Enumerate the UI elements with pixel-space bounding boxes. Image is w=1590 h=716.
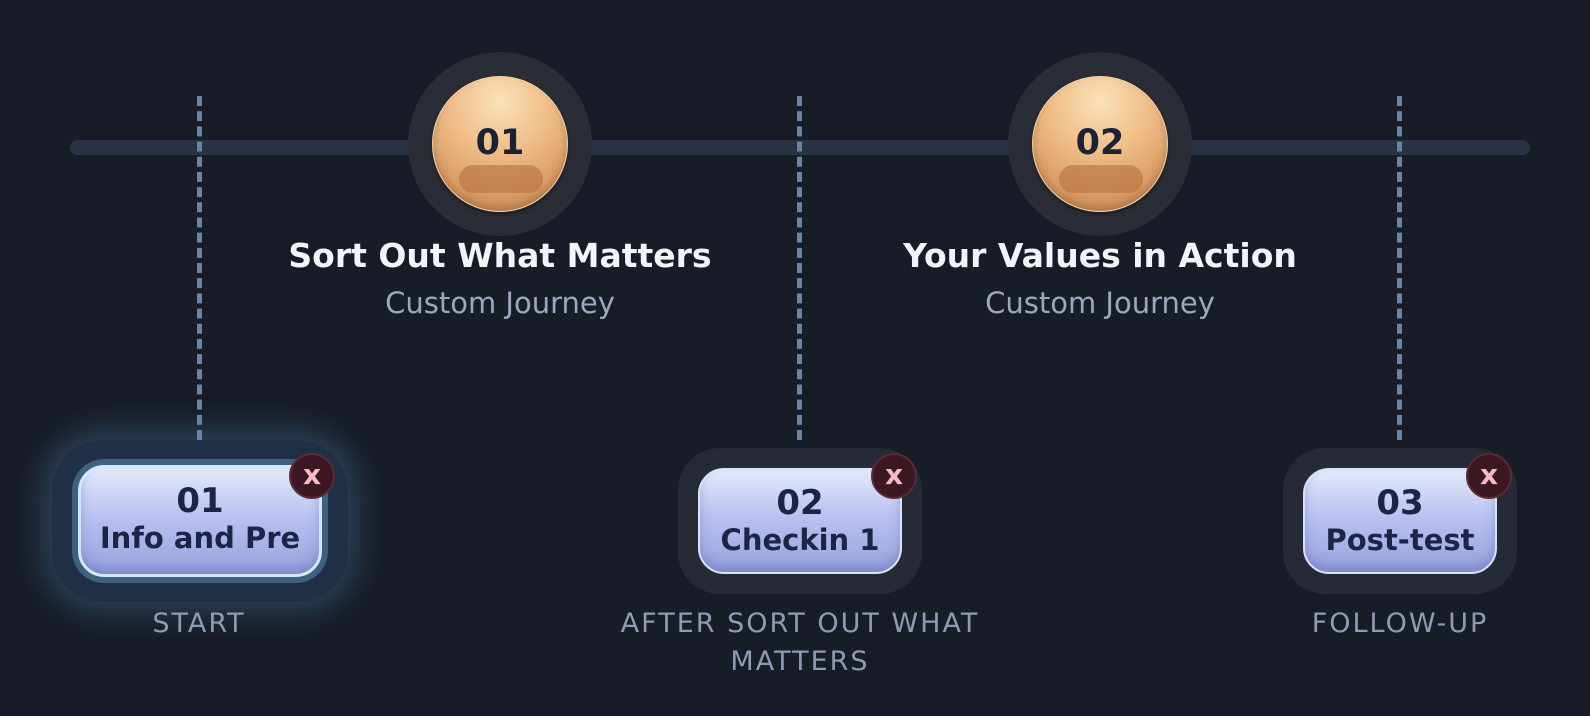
module-1-number: 01: [475, 123, 525, 163]
module-1-sphere-icon[interactable]: 01: [432, 76, 568, 212]
module-2-halo: 02: [1008, 52, 1192, 236]
module-2-number: 02: [1075, 123, 1125, 163]
module-1[interactable]: 01 Sort Out What Matters Custom Journey: [240, 52, 760, 320]
survey-3-caption: FOLLOW-UP: [1311, 608, 1489, 639]
survey-connector-3: [1397, 96, 1402, 440]
survey-connector-2: [797, 96, 802, 440]
survey-2-remove-button[interactable]: x: [871, 453, 917, 499]
survey-2-number: 02: [776, 483, 824, 523]
survey-1-remove-button[interactable]: x: [289, 453, 335, 499]
module-2-title: Your Values in Action: [903, 236, 1297, 275]
module-1-subtitle: Custom Journey: [385, 286, 615, 320]
module-2-subtitle: Custom Journey: [985, 286, 1215, 320]
survey-3-number: 03: [1376, 483, 1424, 523]
module-2-sphere-icon[interactable]: 02: [1032, 76, 1168, 212]
survey-2-button[interactable]: 02 Checkin 1: [698, 468, 902, 574]
survey-3-label: Post-test: [1325, 523, 1475, 557]
module-1-sphere-base: [459, 165, 543, 193]
survey-3-button[interactable]: 03 Post-test: [1303, 468, 1497, 574]
survey-1-button[interactable]: 01 Info and Pre: [78, 465, 322, 577]
survey-1-number: 01: [176, 481, 224, 521]
module-2-sphere-base: [1059, 165, 1143, 193]
survey-2-label: Checkin 1: [720, 523, 880, 557]
module-2[interactable]: 02 Your Values in Action Custom Journey: [840, 52, 1360, 320]
survey-connector-1: [197, 96, 202, 440]
survey-2-caption: AFTER SORT OUT WHAT MATTERS: [620, 608, 980, 677]
module-1-title: Sort Out What Matters: [288, 236, 712, 275]
survey-1-label: Info and Pre: [99, 521, 301, 555]
module-1-halo: 01: [408, 52, 592, 236]
survey-1-caption: START: [152, 608, 246, 639]
survey-3-remove-button[interactable]: x: [1466, 453, 1512, 499]
